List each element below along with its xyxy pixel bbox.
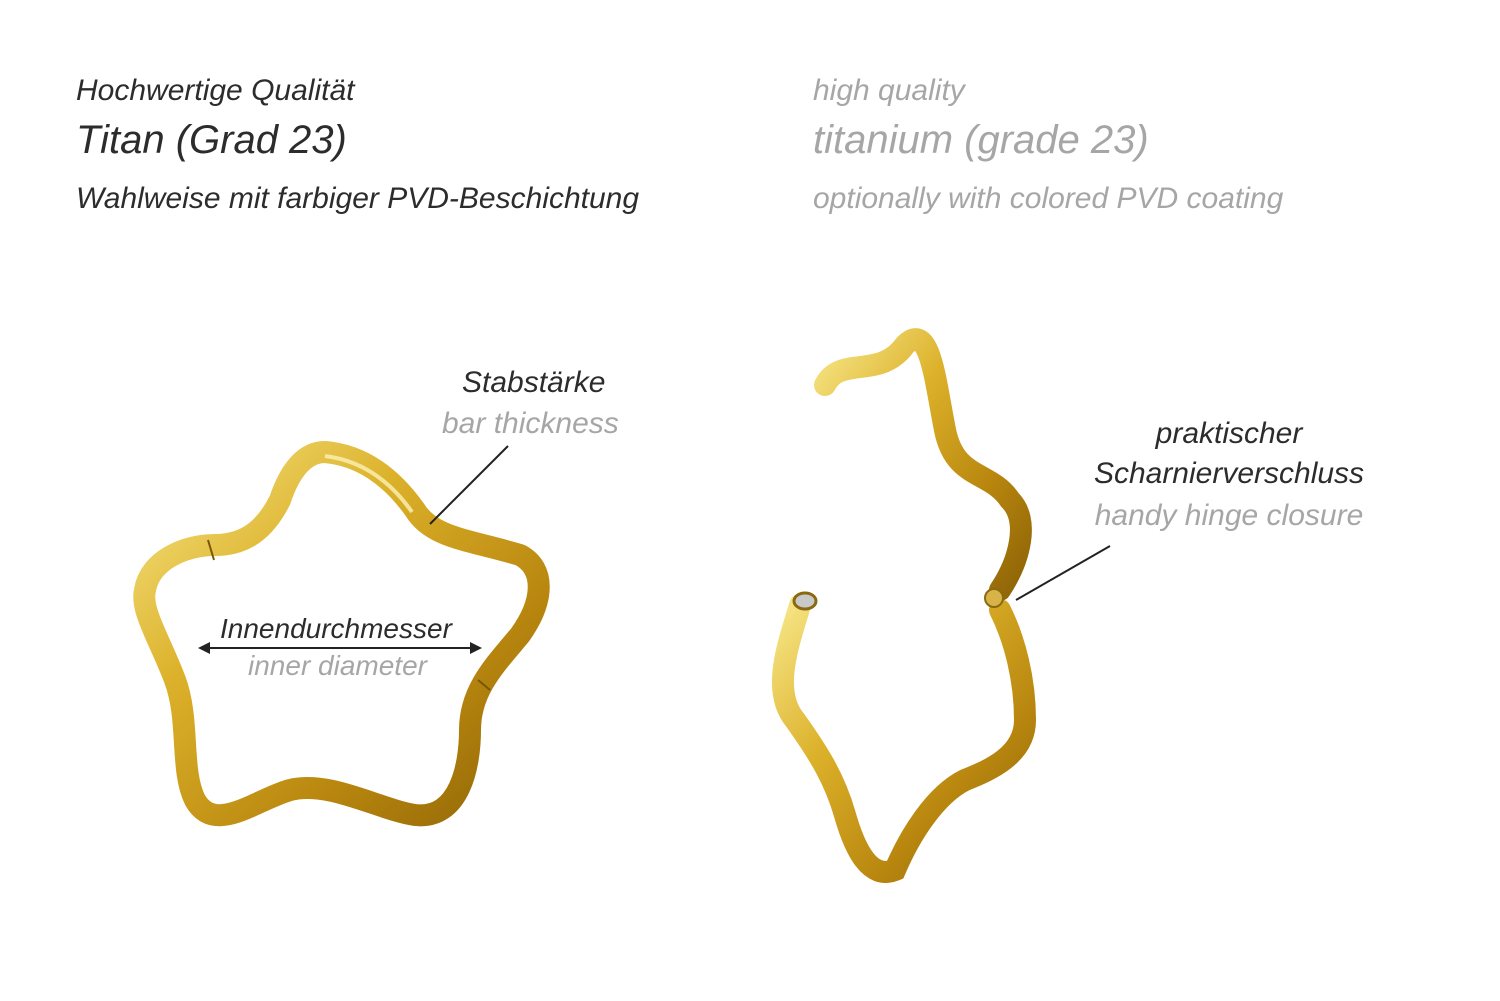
- hinge-label-de-line2: Scharnierverschluss: [1093, 457, 1365, 490]
- hinge-seam-right: [477, 679, 491, 691]
- bar-thickness-label-en: bar thickness: [442, 407, 619, 440]
- hinge-label-de-line1: praktischer: [1155, 417, 1303, 450]
- hinge-label-en: handy hinge closure: [1094, 499, 1364, 532]
- hinge-seam-left: [207, 539, 215, 561]
- bar-thickness-label-de: Stabstärke: [462, 366, 606, 399]
- quality-label-de: Hochwertige Qualität: [76, 74, 355, 107]
- ring-lower-half: [771, 594, 1037, 883]
- star-ring-open: [771, 328, 1037, 883]
- coating-label-de: Wahlweise mit farbiger PVD-Beschichtung: [76, 182, 640, 215]
- star-ring-body: [133, 441, 550, 827]
- hinge-pin: [984, 588, 1004, 608]
- bar-thickness-leader: [429, 445, 509, 525]
- hinge-leader: [1015, 545, 1111, 601]
- material-label-de: Titan (Grad 23): [76, 118, 347, 162]
- inner-diameter-label-en: inner diameter: [248, 650, 427, 681]
- star-ring-closed: [133, 441, 550, 827]
- inner-diameter-label-de: Innendurchmesser: [220, 613, 452, 644]
- ring-open-end: [792, 591, 818, 611]
- material-label-en: titanium (grade 23): [813, 118, 1149, 162]
- ring-highlight: [324, 454, 414, 514]
- quality-label-en: high quality: [813, 74, 965, 107]
- coating-label-en: optionally with colored PVD coating: [813, 182, 1284, 215]
- ring-upper-half: [814, 328, 1032, 601]
- inner-diameter-arrow: [198, 642, 482, 654]
